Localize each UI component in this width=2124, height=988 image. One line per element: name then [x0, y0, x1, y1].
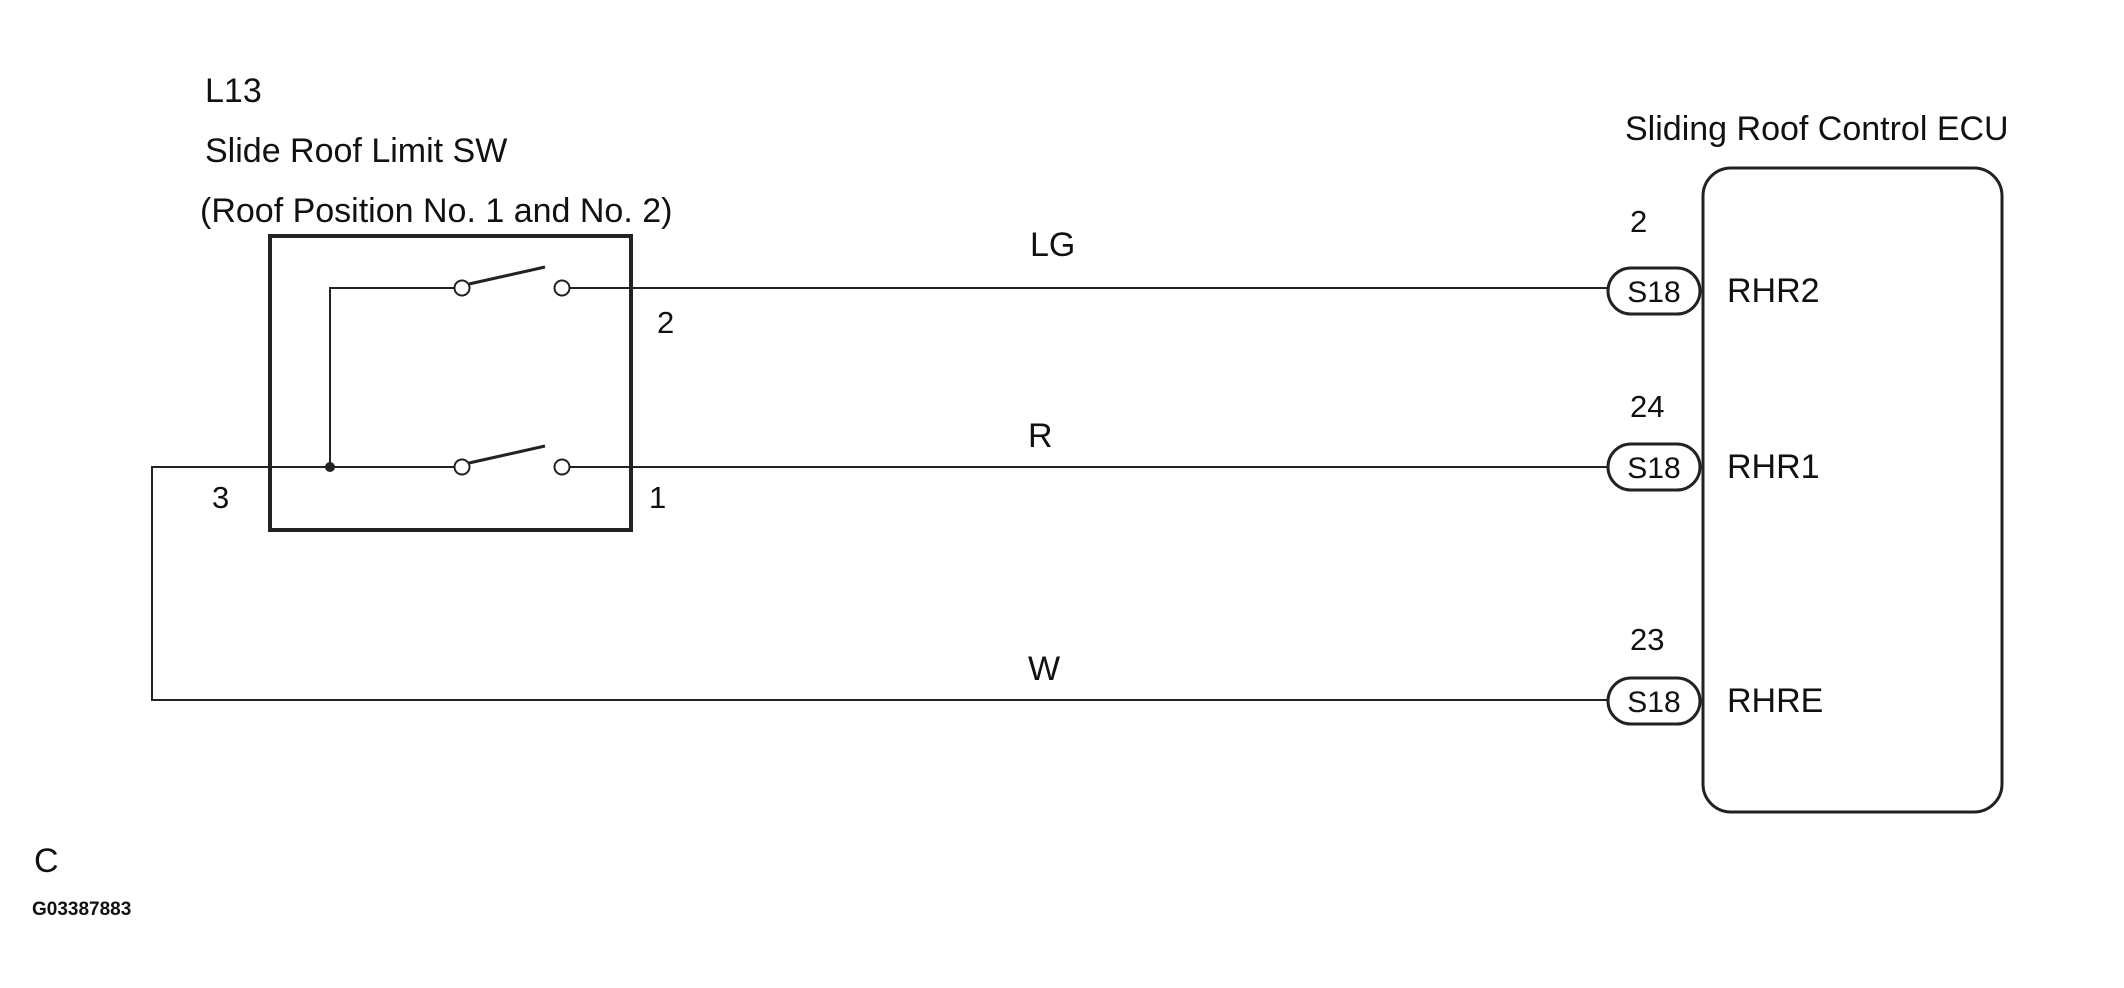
connector-oval [1606, 266, 1702, 316]
ecu-pin-number: 23 [1630, 622, 1664, 657]
ecu-box [1701, 166, 2004, 814]
ecu-terminal-rhre: 23 S18 RHRE [1606, 622, 1823, 726]
switch-pin-top: 2 [657, 305, 674, 340]
ecu-pin-number: 2 [1630, 204, 1647, 239]
connector-code: S18 [1627, 276, 1680, 309]
ecu-terminal-rhr1: 24 S18 RHR1 [1606, 389, 1820, 492]
switch-code: L13 [205, 72, 262, 110]
figure-letter: C [34, 842, 59, 880]
ecu-pin-number: 24 [1630, 389, 1664, 424]
ecu-signal-name: RHR1 [1727, 448, 1820, 486]
switch-pin-mid: 1 [649, 480, 666, 515]
wire-color-r: R [1028, 417, 1053, 455]
ecu-signal-name: RHRE [1727, 682, 1823, 720]
ecu-name: Sliding Roof Control ECU [1625, 110, 2009, 148]
connector-code: S18 [1627, 452, 1680, 485]
wire-color-w: W [1028, 650, 1060, 688]
ecu-signal-name: RHR2 [1727, 272, 1820, 310]
wire-w [151, 466, 1610, 701]
connector-oval [1606, 676, 1702, 726]
figure-reference: G03387883 [32, 899, 131, 920]
switch-contact-lower [330, 444, 571, 476]
ecu-terminal-rhr2: 2 S18 RHR2 [1606, 204, 1820, 316]
switch-pin-left: 3 [212, 480, 229, 515]
wire-color-lg: LG [1030, 226, 1075, 264]
limit-switch-box [268, 234, 633, 532]
switch-common-line [329, 287, 455, 467]
connector-code: S18 [1627, 686, 1680, 719]
switch-name: Slide Roof Limit SW [205, 132, 507, 170]
switch-description: (Roof Position No. 1 and No. 2) [200, 192, 672, 230]
connector-oval [1606, 442, 1702, 492]
switch-contact-upper [453, 265, 571, 297]
